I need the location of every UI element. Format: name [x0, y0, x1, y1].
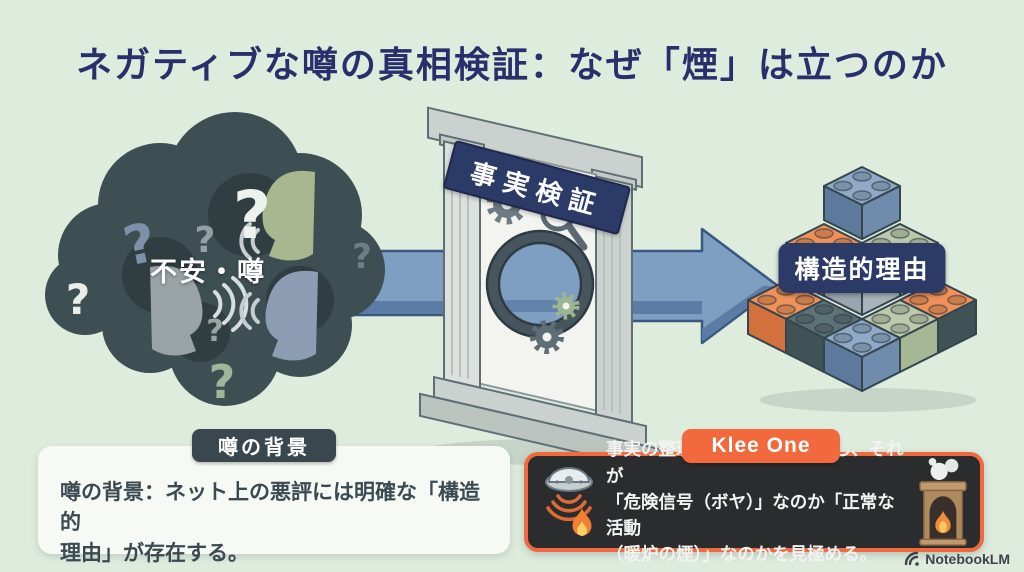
page-title: ネガティブな噂の真相検証：なぜ「煙」は立つのか — [76, 44, 948, 85]
rumor-cloud-illustration: ? ? ? ? ? ? ? — [45, 112, 385, 409]
fireplace-icon — [914, 457, 972, 547]
gear-icon — [530, 320, 564, 354]
watermark-text: NotebookLM — [925, 551, 1010, 567]
notebooklm-logo-icon — [905, 551, 920, 566]
question-mark-icon: ? — [206, 314, 223, 349]
sound-wave-icon — [239, 222, 260, 260]
blocks-shadow — [760, 388, 976, 412]
smoke-icon — [928, 457, 959, 480]
question-mark-icon: ? — [352, 237, 372, 277]
watermark: NotebookLM — [904, 551, 1010, 567]
speaking-face-icon — [150, 265, 203, 356]
result-label: 構造的理由 — [778, 243, 946, 293]
rumor-background-body: 噂の背景：ネット上の悪評には明確な「構造的 理由」が存在する。 — [60, 481, 480, 565]
question-mark-icon: ? — [233, 177, 271, 254]
flame-icon — [572, 508, 592, 536]
sound-wave-icon — [239, 292, 260, 330]
speaking-face-icon — [265, 270, 318, 361]
flame-icon — [935, 510, 951, 534]
sound-wave-icon — [213, 276, 249, 332]
cloud-label: 不安・噂 — [150, 257, 266, 287]
speaking-face-icon — [262, 170, 315, 261]
gate-hole — [485, 229, 595, 339]
question-mark-icon: ? — [209, 355, 236, 409]
klee-one-card: 事実の整理：不安を解きほぐし、それが 「危険信号（ボヤ）」なのか「正常な活動 （… — [524, 439, 984, 564]
klee-one-tab: Klee One — [682, 429, 840, 463]
gear-icon — [552, 292, 580, 320]
rumor-background-tab: 噂の背景 — [192, 429, 336, 462]
question-mark-icon: ? — [66, 275, 90, 324]
question-mark-icon: ? — [195, 220, 216, 261]
smoke-detector-icon — [536, 458, 602, 546]
rumor-background-card: 噂の背景：ネット上の悪評には明確な「構造的 理由」が存在する。 — [38, 446, 510, 565]
